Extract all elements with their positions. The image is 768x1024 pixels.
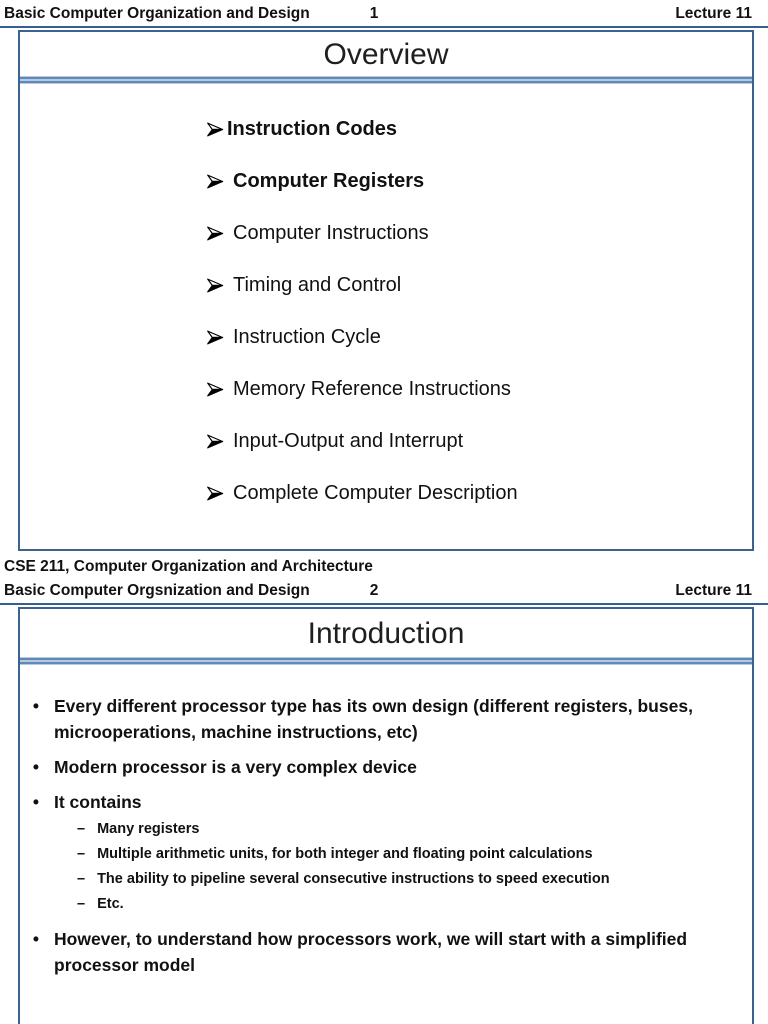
slide-introduction: Introduction • Every different processor… [18,607,754,1024]
list-item: Complete Computer Description [207,478,742,508]
list-item-label: Instruction Cycle [233,326,381,348]
list-item: Input-Output and Interrupt [207,426,742,456]
dash-bullet-icon: – [77,871,86,887]
sub-bullet-list: – Many registers – Multiple arithmetic u… [54,815,738,917]
bullet-dot-icon: • [32,696,40,716]
dash-bullet-icon: – [77,821,86,837]
dash-bullet-icon: – [77,846,86,862]
slide-title: Introduction [307,617,465,650]
slide1-header: Basic Computer Organization and Design 1… [0,0,768,28]
bullet-item: • It contains – Many registers – Multipl… [32,789,738,917]
slide2-header: Basic Computer Orgsnization and Design 2… [0,578,768,605]
overview-list: Instruction Codes Computer Registers Com… [20,84,752,508]
bullet-text: It contains [54,792,142,812]
list-item-label: Computer Registers [233,170,425,192]
list-item-label: Instruction Codes [227,118,398,140]
course-footer: CSE 211, Computer Organization and Archi… [4,558,373,575]
bullet-dot-icon: • [32,757,40,777]
header-course-label: Basic Computer Orgsnization and Design [4,582,310,599]
bullet-item: • Every different processor type has its… [32,693,738,745]
arrow-bullet-icon [207,486,224,500]
list-item: Memory Reference Instructions [207,374,742,404]
header-page-number: 1 [369,5,379,22]
header-course-label: Basic Computer Organization and Design [4,5,310,22]
sub-bullet-text: Multiple arithmetic units, for both inte… [97,846,593,862]
list-item-label: Timing and Control [233,274,402,296]
slide-overview: Overview Instruction Codes Computer Regi… [18,30,754,551]
introduction-body: • Every different processor type has its… [20,665,752,978]
list-item-label: Memory Reference Instructions [233,378,511,400]
list-item: Instruction Cycle [207,322,742,352]
list-item-label: Complete Computer Description [233,482,518,504]
bullet-dot-icon: • [32,792,40,812]
bullet-text: Modern processor is a very complex devic… [54,757,417,777]
header-page-number: 2 [369,582,379,599]
list-item-label: Computer Instructions [233,222,429,244]
sub-bullet-item: – Etc. [77,892,738,917]
arrow-bullet-icon [207,174,224,188]
list-item: Timing and Control [207,270,742,300]
title-divider [20,76,752,84]
bullet-item: • Modern processor is a very complex dev… [32,754,738,780]
bullet-item: • However, to understand how processors … [32,926,738,978]
bullet-dot-icon: • [32,929,40,949]
sub-bullet-item: – Many registers [77,817,738,842]
dash-bullet-icon: – [77,896,86,912]
arrow-bullet-icon [207,226,224,240]
slide-title: Overview [323,38,449,71]
sub-bullet-item: – The ability to pipeline several consec… [77,867,738,892]
header-lecture-label: Lecture 11 [675,5,752,22]
sub-bullet-item: – Multiple arithmetic units, for both in… [77,842,738,867]
arrow-bullet-icon [207,278,224,292]
list-item: Computer Instructions [207,218,742,248]
bullet-content: It contains – Many registers – Multiple … [54,789,738,917]
sub-bullet-text: The ability to pipeline several consecut… [97,871,610,887]
sub-bullet-text: Etc. [97,896,124,912]
bullet-text: Every different processor type has its o… [54,696,693,742]
header-lecture-label: Lecture 11 [675,582,752,599]
list-item-label: Input-Output and Interrupt [233,430,464,452]
sub-bullet-text: Many registers [97,821,200,837]
list-item: Instruction Codes [207,114,742,144]
arrow-bullet-icon [207,330,224,344]
title-divider [20,657,752,665]
bullet-text: However, to understand how processors wo… [54,929,688,975]
list-item: Computer Registers [207,166,742,196]
arrow-bullet-icon [207,382,224,396]
arrow-bullet-icon [207,434,224,448]
arrow-bullet-icon [207,122,224,136]
